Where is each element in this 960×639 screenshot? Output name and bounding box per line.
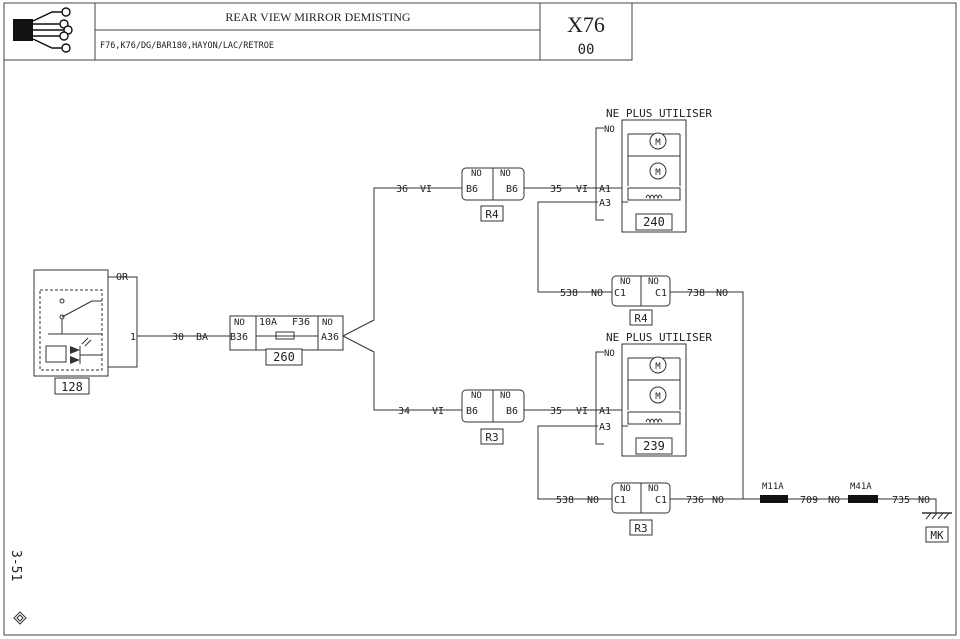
fuse-rating: 10A	[259, 317, 277, 328]
wires	[108, 127, 937, 513]
wire-538a-color: NO	[591, 288, 603, 299]
mirror-239-motor-2-label: M	[655, 392, 661, 402]
mirror-239-pin-a3: A3	[599, 422, 611, 433]
demist-switch-128: 128 OR 1	[33, 269, 136, 395]
mirror-239-ground-color: NO	[604, 349, 615, 359]
mirror-239-motor-1-label: M	[655, 362, 661, 372]
connector-c1-r4-right-pin: C1	[655, 288, 667, 299]
switch-pin-1: 1	[130, 332, 136, 343]
connector-c1-r4-left-color: NO	[620, 277, 631, 287]
wire-738-color: NO	[716, 288, 728, 299]
motor-icon: M	[649, 356, 667, 374]
connector-b6-r3-left-color: NO	[471, 391, 482, 401]
wire-35a-number: 35	[550, 184, 562, 195]
wire-34-color: VI	[432, 406, 444, 417]
connector-b6-r4-ref: R4	[485, 208, 499, 221]
wire-738-number: 738	[687, 288, 705, 299]
connector-b6-r3-ref: R3	[485, 431, 498, 444]
connector-c1-r3-ref: R3	[634, 522, 647, 535]
connector-b6-r3-left-pin: B6	[466, 406, 478, 417]
page-reference: 3-51	[8, 550, 23, 581]
connector-c1-r4-left-pin: C1	[614, 288, 626, 299]
wire-538a-number: 538	[560, 288, 578, 299]
earth-point-label: MK	[930, 529, 944, 542]
mirror-239-pin-a1: A1	[599, 406, 611, 417]
mirror-240-id: 240	[643, 215, 665, 229]
diagram-subtitle: F76,K76/DG/BAR180,HAYON/LAC/RETROE	[100, 41, 274, 51]
connector-c1-r4: NO NO C1 C1 R4	[611, 275, 671, 326]
motor-icon: M	[649, 132, 667, 150]
indicator-led-icon	[45, 337, 102, 364]
earth-ground-icon	[922, 512, 952, 520]
wire-30-color: BA	[196, 332, 208, 343]
connector-b6-r4-right-color: NO	[500, 169, 511, 179]
mirror-240-motor-2-label: M	[655, 168, 661, 178]
motor-icon: M	[649, 386, 667, 404]
wire-36-number: 36	[396, 184, 408, 195]
title-block: REAR VIEW MIRROR DEMISTING F76,K76/DG/BA…	[3, 2, 633, 61]
wire-735-number: 735	[892, 495, 910, 506]
mirror-239-note: NE PLUS UTILISER	[606, 331, 712, 344]
mirror-240-motor-1-label: M	[655, 138, 661, 148]
wire-538b-number: 538	[556, 495, 574, 506]
connector-b6-r4: NO NO B6 B6 R4	[461, 167, 525, 222]
wire-709-color: NO	[828, 495, 840, 506]
wire-709-number: 709	[800, 495, 818, 506]
page-frame	[3, 2, 957, 636]
wire-35b-color: VI	[576, 406, 588, 417]
wire-35a-color: VI	[576, 184, 588, 195]
connector-b6-r4-right-pin: B6	[506, 184, 518, 195]
splice-m11a-label: M11A	[762, 482, 784, 492]
connector-c1-r3-left-color: NO	[620, 484, 631, 494]
connector-b6-r3-right-color: NO	[500, 391, 511, 401]
wire-35b-number: 35	[550, 406, 562, 417]
connector-logo-icon	[13, 7, 73, 53]
connector-c1-r4-ref: R4	[634, 312, 648, 325]
wire-36-color: VI	[420, 184, 432, 195]
wire-736-color: NO	[712, 495, 724, 506]
fuse-left-pin: B36	[230, 332, 248, 343]
mirror-240-ground-color: NO	[604, 125, 615, 135]
connector-b6-r3: NO NO B6 B6 R3	[461, 389, 525, 445]
connector-b6-r4-left-pin: B6	[466, 184, 478, 195]
wire-30-number: 30	[172, 332, 184, 343]
splice-m41a: M41A	[848, 482, 878, 503]
mirror-240: NE PLUS UTILISER NO A1 A3 M M 240	[598, 107, 712, 233]
fuse-right-pin: A36	[321, 332, 339, 343]
wire-34-number: 34	[398, 406, 410, 417]
diagram-code: X76	[567, 12, 605, 37]
switch-contact-icon	[48, 298, 102, 335]
connector-c1-r3-right-pin: C1	[655, 495, 667, 506]
mirror-239: NE PLUS UTILISER NO A1 A3 M M 239	[598, 331, 712, 457]
splice-m11a: M11A	[760, 482, 788, 503]
switch-pin-or: OR	[116, 272, 129, 283]
fuse-number: F36	[292, 317, 310, 328]
heating-element-icon	[627, 187, 681, 201]
connector-c1-r3-left-pin: C1	[614, 495, 626, 506]
fuse-box-id: 260	[273, 350, 295, 364]
mirror-240-note: NE PLUS UTILISER	[606, 107, 712, 120]
switch-id: 128	[61, 380, 83, 394]
mirror-239-id: 239	[643, 439, 665, 453]
splice-m41a-label: M41A	[850, 482, 872, 492]
diagram-title: REAR VIEW MIRROR DEMISTING	[225, 10, 411, 24]
connector-c1-r3-right-color: NO	[648, 484, 659, 494]
diagram-code-index: 00	[578, 42, 595, 58]
fuse-right-color: NO	[322, 318, 333, 328]
connector-c1-r3: NO NO C1 C1 R3	[611, 482, 671, 536]
brand-logo-icon	[13, 611, 27, 625]
connector-b6-r4-left-color: NO	[471, 169, 482, 179]
wire-736-number: 736	[686, 495, 704, 506]
wire-735-color: NO	[918, 495, 930, 506]
motor-icon: M	[649, 162, 667, 180]
fuse-box-260: NO B36 10A F36 NO A36 260	[229, 315, 344, 366]
heating-element-icon	[627, 411, 681, 425]
connector-b6-r3-right-pin: B6	[506, 406, 518, 417]
wire-538b-color: NO	[587, 495, 599, 506]
mirror-240-pin-a1: A1	[599, 184, 611, 195]
mirror-240-pin-a3: A3	[599, 198, 611, 209]
connector-c1-r4-right-color: NO	[648, 277, 659, 287]
fuse-left-color: NO	[234, 318, 245, 328]
